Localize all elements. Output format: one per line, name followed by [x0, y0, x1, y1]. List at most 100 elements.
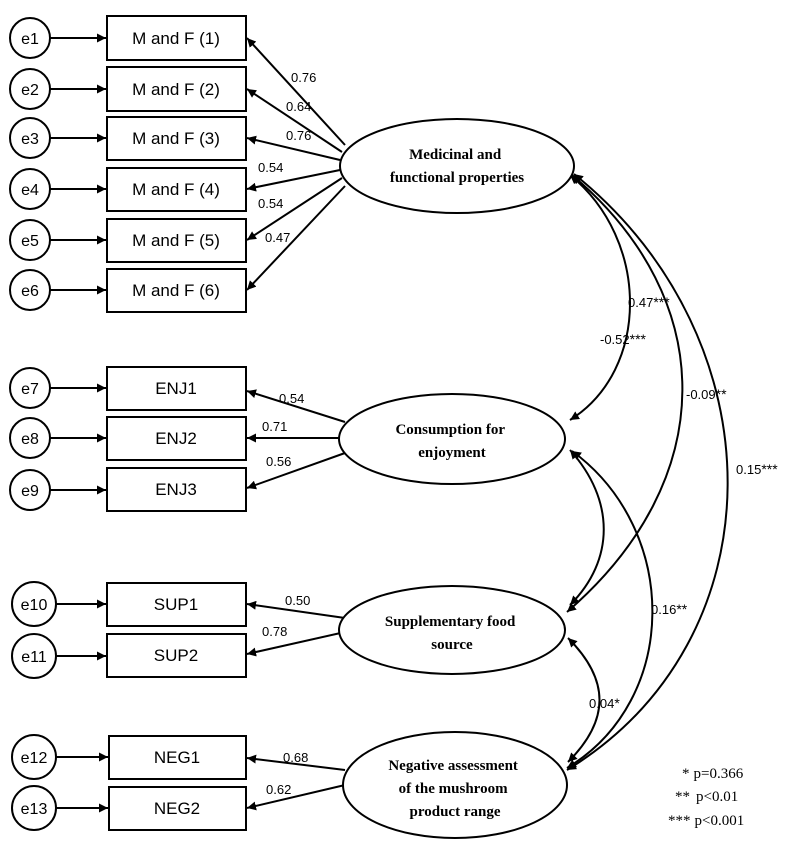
indicator-label: M and F (6): [132, 281, 220, 300]
indicator-label: NEG1: [154, 748, 200, 767]
curve-medicinal-negative: [566, 173, 729, 771]
indicator-label: NEG2: [154, 799, 200, 818]
legend-entry: **p<0.01: [675, 789, 738, 805]
error-circle: [9, 168, 51, 210]
error-label: e10: [21, 597, 48, 614]
indicator-box: [106, 366, 247, 411]
indicator-box: [106, 116, 247, 161]
indicator-box: [106, 167, 247, 212]
legend-entry: *p=0.366: [682, 766, 744, 782]
corr-label: -0.09**: [686, 386, 727, 402]
indicator-box: [106, 416, 247, 461]
indicator-label: SUP2: [154, 646, 198, 665]
indicator-box: [106, 15, 247, 61]
error-circle: [9, 17, 51, 59]
curve-enjoyment-supplementary: [569, 449, 605, 606]
loading-label: 0.64: [286, 99, 311, 114]
loading-label: 0.47: [265, 230, 290, 245]
latent-factors: Medicinal and functional properties Cons…: [338, 118, 575, 839]
error-circle: [9, 117, 51, 159]
error-circle: [9, 367, 51, 409]
indicator-boxes: M and F (1) M and F (2) M and F (3) M an…: [106, 15, 247, 831]
loading-label: 0.54: [258, 160, 283, 175]
indicator-label: SUP1: [154, 595, 198, 614]
corr-label: 0.15***: [736, 461, 778, 477]
indicator-box: [106, 268, 247, 313]
error-circle: [9, 219, 51, 261]
error-label: e13: [21, 801, 48, 818]
loading-path: [246, 754, 346, 771]
error-circle: [11, 633, 57, 679]
error-label: e5: [21, 233, 39, 250]
loading-label: 0.68: [283, 750, 308, 765]
error-label: e11: [21, 649, 47, 666]
indicator-box: [108, 786, 247, 831]
loading-path: [246, 185, 346, 291]
curve-enjoyment-negative: [566, 450, 654, 769]
loading-path: [246, 135, 341, 161]
loading-path: [246, 88, 343, 153]
loading-path: [246, 389, 346, 423]
loading-label: 0.78: [262, 624, 287, 639]
curve-supplementary-negative: [567, 637, 601, 763]
corr-label: 0.04*: [589, 695, 620, 711]
latent-ellipse-medicinal: [339, 118, 575, 214]
loading-label: 0.54: [279, 391, 304, 406]
indicator-box: [106, 66, 247, 112]
loading-label: 0.50: [285, 593, 310, 608]
indicator-label: ENJ3: [155, 480, 197, 499]
loading-path: [246, 631, 346, 657]
loading-label: 0.76: [291, 70, 316, 85]
indicator-label: M and F (4): [132, 180, 220, 199]
indicator-label: M and F (1): [132, 29, 220, 48]
error-circle: [9, 68, 51, 110]
loading-path: [246, 169, 341, 192]
latent-ellipse-enjoyment: [338, 393, 566, 485]
loading-label: 0.62: [266, 782, 291, 797]
latent-ellipse-negative: [342, 731, 568, 839]
latent-label-enjoyment: Consumption for enjoyment: [395, 422, 508, 461]
error-circle: [9, 469, 51, 511]
error-circle: [11, 785, 57, 831]
indicator-label: M and F (3): [132, 129, 220, 148]
indicator-label: ENJ1: [155, 379, 197, 398]
indicator-box: [106, 582, 247, 627]
error-label: e1: [21, 31, 39, 48]
latent-label-medicinal: Medicinal and functional properties: [390, 147, 524, 186]
error-label: e2: [21, 82, 39, 99]
loading-path: [246, 452, 346, 490]
error-circle: [9, 417, 51, 459]
loading-label: 0.56: [266, 454, 291, 469]
loading-paths: [246, 37, 346, 811]
loading-label: 0.54: [258, 196, 283, 211]
error-label: e9: [21, 483, 39, 500]
indicator-box: [106, 467, 247, 512]
error-label: e4: [21, 182, 39, 199]
loading-path: [246, 37, 346, 146]
latent-label-supplementary: Supplementary food source: [385, 614, 519, 653]
correlation-labels: 0.47*** -0.09** 0.15*** -0.52*** 0.16** …: [589, 294, 778, 711]
indicator-box: [106, 218, 247, 263]
loading-path: [246, 177, 343, 241]
indicator-box: [106, 633, 247, 678]
error-terms: e1 e2 e3 e4 e5 e6 e7 e8 e9 e10 e11 e12 e…: [9, 17, 57, 831]
indicator-label: M and F (5): [132, 231, 220, 250]
correlation-curves: [566, 173, 729, 771]
indicator-label: M and F (2): [132, 80, 220, 99]
indicator-box: [108, 735, 247, 780]
curve-medicinal-supplementary: [566, 174, 684, 613]
legend-entry: ***p<0.001: [668, 813, 744, 829]
error-circle: [9, 269, 51, 311]
loading-labels: 0.76 0.64 0.76 0.54 0.54 0.47 0.54 0.71 …: [258, 70, 316, 797]
curve-medicinal-enjoyment: [569, 174, 631, 421]
loading-label: 0.71: [262, 419, 287, 434]
indicator-label: ENJ2: [155, 429, 197, 448]
error-label: e8: [21, 431, 39, 448]
error-label: e7: [21, 381, 39, 398]
error-paths: [50, 33, 108, 813]
corr-label: 0.16**: [651, 601, 688, 617]
loading-path: [246, 784, 346, 811]
significance-legend: *p=0.366 **p<0.01 ***p<0.001: [668, 766, 744, 829]
corr-label: 0.47***: [628, 294, 670, 310]
